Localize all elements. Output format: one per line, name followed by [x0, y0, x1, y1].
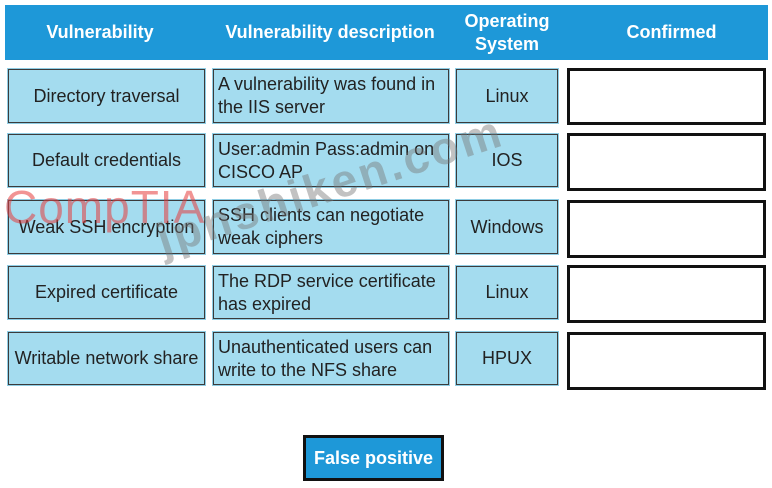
row-2-confirmed-dropzone[interactable] — [567, 133, 766, 191]
row-4-confirmed-dropzone[interactable] — [567, 265, 766, 323]
row-5-os: HPUX — [456, 332, 558, 385]
row-5-description: Unauthenticated users can write to the N… — [213, 332, 449, 385]
row-5-vulnerability: Writable network share — [8, 332, 205, 385]
row-1-os: Linux — [456, 69, 558, 123]
header-operating-system: Operating System — [464, 10, 550, 54]
table-header — [5, 5, 768, 60]
false-positive-button[interactable]: False positive — [303, 435, 444, 481]
row-5-confirmed-dropzone[interactable] — [567, 332, 766, 390]
header-confirmed: Confirmed — [626, 22, 717, 42]
row-1-vulnerability: Directory traversal — [8, 69, 205, 123]
row-4-os: Linux — [456, 266, 558, 319]
row-4-description: The RDP service certificate has expired — [213, 266, 449, 319]
row-1-confirmed-dropzone[interactable] — [567, 68, 766, 125]
row-3-vulnerability: Weak SSH encryption — [8, 200, 205, 254]
row-4-vulnerability: Expired certificate — [8, 266, 205, 319]
row-2-vulnerability: Default credentials — [8, 134, 205, 187]
header-vulnerability: Vulnerability — [46, 22, 154, 42]
row-3-confirmed-dropzone[interactable] — [567, 200, 766, 258]
row-2-description: User:admin Pass:admin on CISCO AP — [213, 134, 449, 187]
row-1-description: A vulnerability was found in the IIS ser… — [213, 69, 449, 123]
header-description: Vulnerability description — [225, 22, 435, 42]
row-3-description: SSH clients can negotiate weak ciphers — [213, 200, 449, 254]
row-2-os: IOS — [456, 134, 558, 187]
row-3-os: Windows — [456, 200, 558, 254]
